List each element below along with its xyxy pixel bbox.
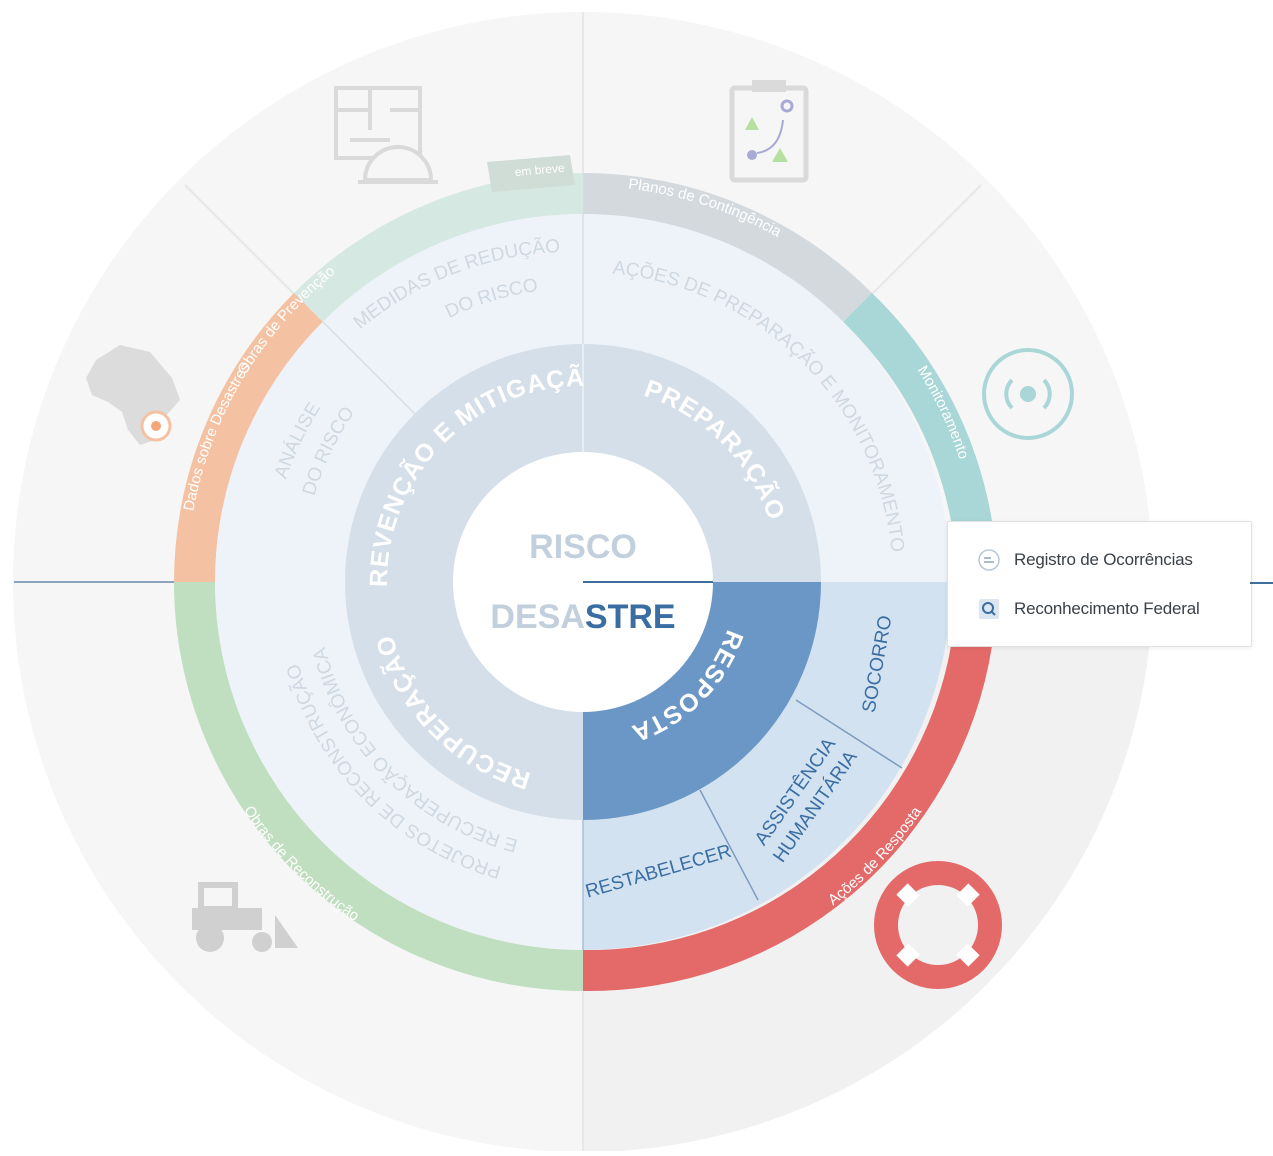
label-em-breve: em breve — [514, 161, 565, 179]
bulldozer-icon[interactable] — [192, 882, 298, 952]
reconhecimento-federal-label: Reconhecimento Federal — [1014, 599, 1200, 618]
services-popup: Registro de Ocorrências Reconhecimento F… — [947, 521, 1252, 647]
reconhecimento-federal-link[interactable]: Reconhecimento Federal — [978, 593, 1200, 625]
center-risco: RISCO — [529, 528, 637, 566]
route-plan-icon[interactable] — [729, 80, 809, 183]
construction-plan-icon[interactable] — [334, 86, 438, 184]
em-breve-tab — [487, 155, 575, 192]
magnifier-icon — [978, 598, 1000, 620]
registro-ocorrencias-link[interactable]: Registro de Ocorrências — [978, 544, 1193, 576]
ring-obras-reconstrucao[interactable] — [174, 582, 583, 991]
lifebuoy-icon[interactable] — [874, 861, 1002, 989]
occurrence-icon — [978, 549, 1000, 571]
registro-ocorrencias-label: Registro de Ocorrências — [1014, 550, 1193, 569]
popup-connector — [1250, 582, 1273, 584]
ring-monitoramento[interactable] — [843, 293, 992, 521]
center-desastre: DESASTRE — [490, 598, 675, 636]
brazil-map-icon[interactable] — [86, 345, 180, 445]
signal-icon[interactable] — [982, 348, 1074, 440]
outer-ring — [174, 155, 992, 992]
ring-acoes-resposta[interactable] — [583, 646, 992, 992]
